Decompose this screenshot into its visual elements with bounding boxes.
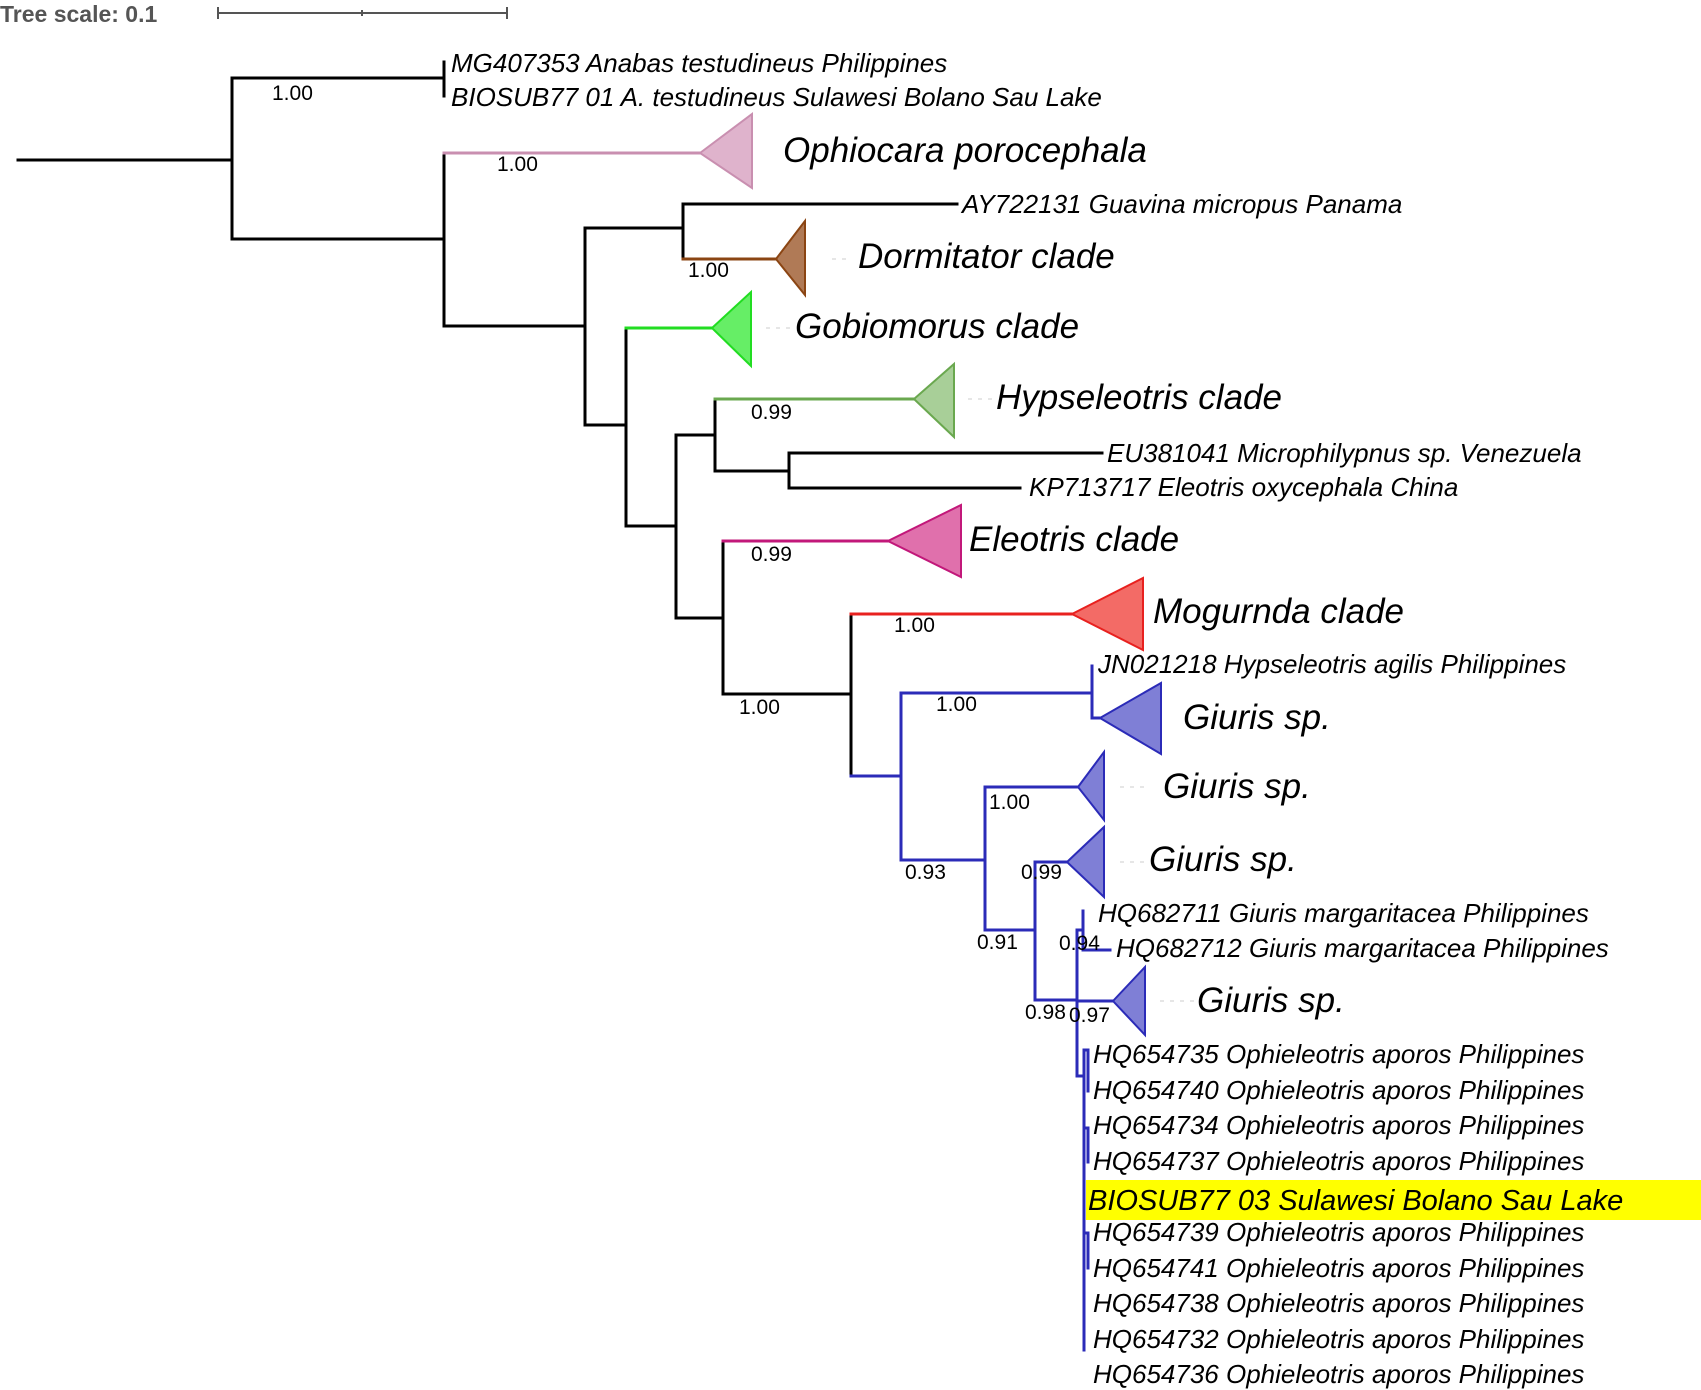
clade-label-gobiomorus: Gobiomorus clade [795,307,1079,346]
leaf-hq682712: HQ682712 Giuris margaritacea Philippines [1116,933,1609,963]
support-node-094: 0.94 [1059,932,1100,955]
support-mogurnda-giuris: 1.00 [739,696,780,719]
hypseleotris-branch [713,361,955,440]
leaf-ay722131: AY722131 Guavina micropus Panama [960,189,1402,219]
leaf-hq654734: HQ654734 Ophieleotris aporos Philippines [1093,1110,1584,1140]
clade-label-hypseleotris: Hypseleotris clade [996,378,1282,417]
leaf-biosub77-01: BIOSUB77 01 A. testudineus Sulawesi Bola… [451,82,1102,112]
giuris-branches [849,664,1115,1352]
giuris-clade-triangles [1065,681,1162,1038]
leaf-hq654735: HQ654735 Ophieleotris aporos Philippines [1093,1039,1584,1069]
leaf-hq654736: HQ654736 Ophieleotris aporos Philippines [1093,1359,1584,1389]
leaf-labels: MG407353 Anabas testudineus Philippines … [451,48,1623,1389]
leaf-hq654732: HQ654732 Ophieleotris aporos Philippines [1093,1324,1584,1354]
leaf-jn021218: JN021218 Hypseleotris agilis Philippines [1097,649,1566,679]
leaf-hq654740: HQ654740 Ophieleotris aporos Philippines [1093,1075,1584,1105]
support-dormitator: 1.00 [688,259,729,282]
tree-scale-label: Tree scale: 0.1 [0,1,157,27]
leaf-mg407353: MG407353 Anabas testudineus Philippines [451,48,947,78]
support-anabas: 1.00 [272,82,313,105]
support-giuris-group: 0.93 [905,861,946,884]
backbone-branches [16,60,1104,778]
leaf-biosub77-03: BIOSUB77 03 Sulawesi Bolano Sau Lake [1088,1185,1623,1217]
support-node-097: 0.97 [1069,1004,1110,1027]
leaf-kp713717: KP713717 Eleotris oxycephala China [1029,472,1458,502]
eleotris-branch [721,503,962,579]
highlight-box [1086,1180,1701,1220]
tree-scale-bar [217,7,508,19]
clade-label-eleotris: Eleotris clade [969,520,1179,559]
dormitator-branch [681,218,806,298]
ophiocara-branch [442,112,753,190]
gobiomorus-branch [624,289,752,369]
leaf-hq654739: HQ654739 Ophieleotris aporos Philippines [1093,1217,1584,1247]
leaf-hq654737: HQ654737 Ophieleotris aporos Philippines [1093,1146,1584,1176]
clade-label-giuris-4: Giuris sp. [1197,981,1345,1020]
support-hypseleotris: 0.99 [751,401,792,424]
support-values: 1.00 1.00 1.00 0.99 0.99 1.00 1.00 1.00 … [272,82,1110,1027]
mogurnda-branch [849,576,1144,652]
label-leader-lines [766,258,1194,1002]
leaf-hq654738: HQ654738 Ophieleotris aporos Philippines [1093,1288,1584,1318]
support-mogurnda: 1.00 [894,614,935,637]
clade-label-giuris-1: Giuris sp. [1183,698,1331,737]
leaf-hq654741: HQ654741 Ophieleotris aporos Philippines [1093,1253,1584,1283]
clade-label-mogurnda: Mogurnda clade [1153,592,1404,631]
support-node-098: 0.98 [1025,1001,1066,1024]
leaf-eu381041: EU381041 Microphilypnus sp. Venezuela [1107,438,1582,468]
clade-label-giuris-3: Giuris sp. [1149,840,1297,879]
support-giuris-1: 1.00 [936,693,977,716]
clade-label-giuris-2: Giuris sp. [1163,767,1311,806]
clade-label-dormitator: Dormitator clade [858,237,1115,276]
leaf-hq682711: HQ682711 Giuris margaritacea Philippines [1098,898,1589,928]
clade-labels: Ophiocara porocephala Dormitator clade G… [783,131,1404,1020]
support-giuris-2: 1.00 [989,791,1030,814]
support-giuris-3: 0.99 [1021,861,1062,884]
clade-label-ophiocara: Ophiocara porocephala [783,131,1147,170]
support-eleotris: 0.99 [751,543,792,566]
support-node-091: 0.91 [977,931,1018,954]
support-ophiocara: 1.00 [497,153,538,176]
